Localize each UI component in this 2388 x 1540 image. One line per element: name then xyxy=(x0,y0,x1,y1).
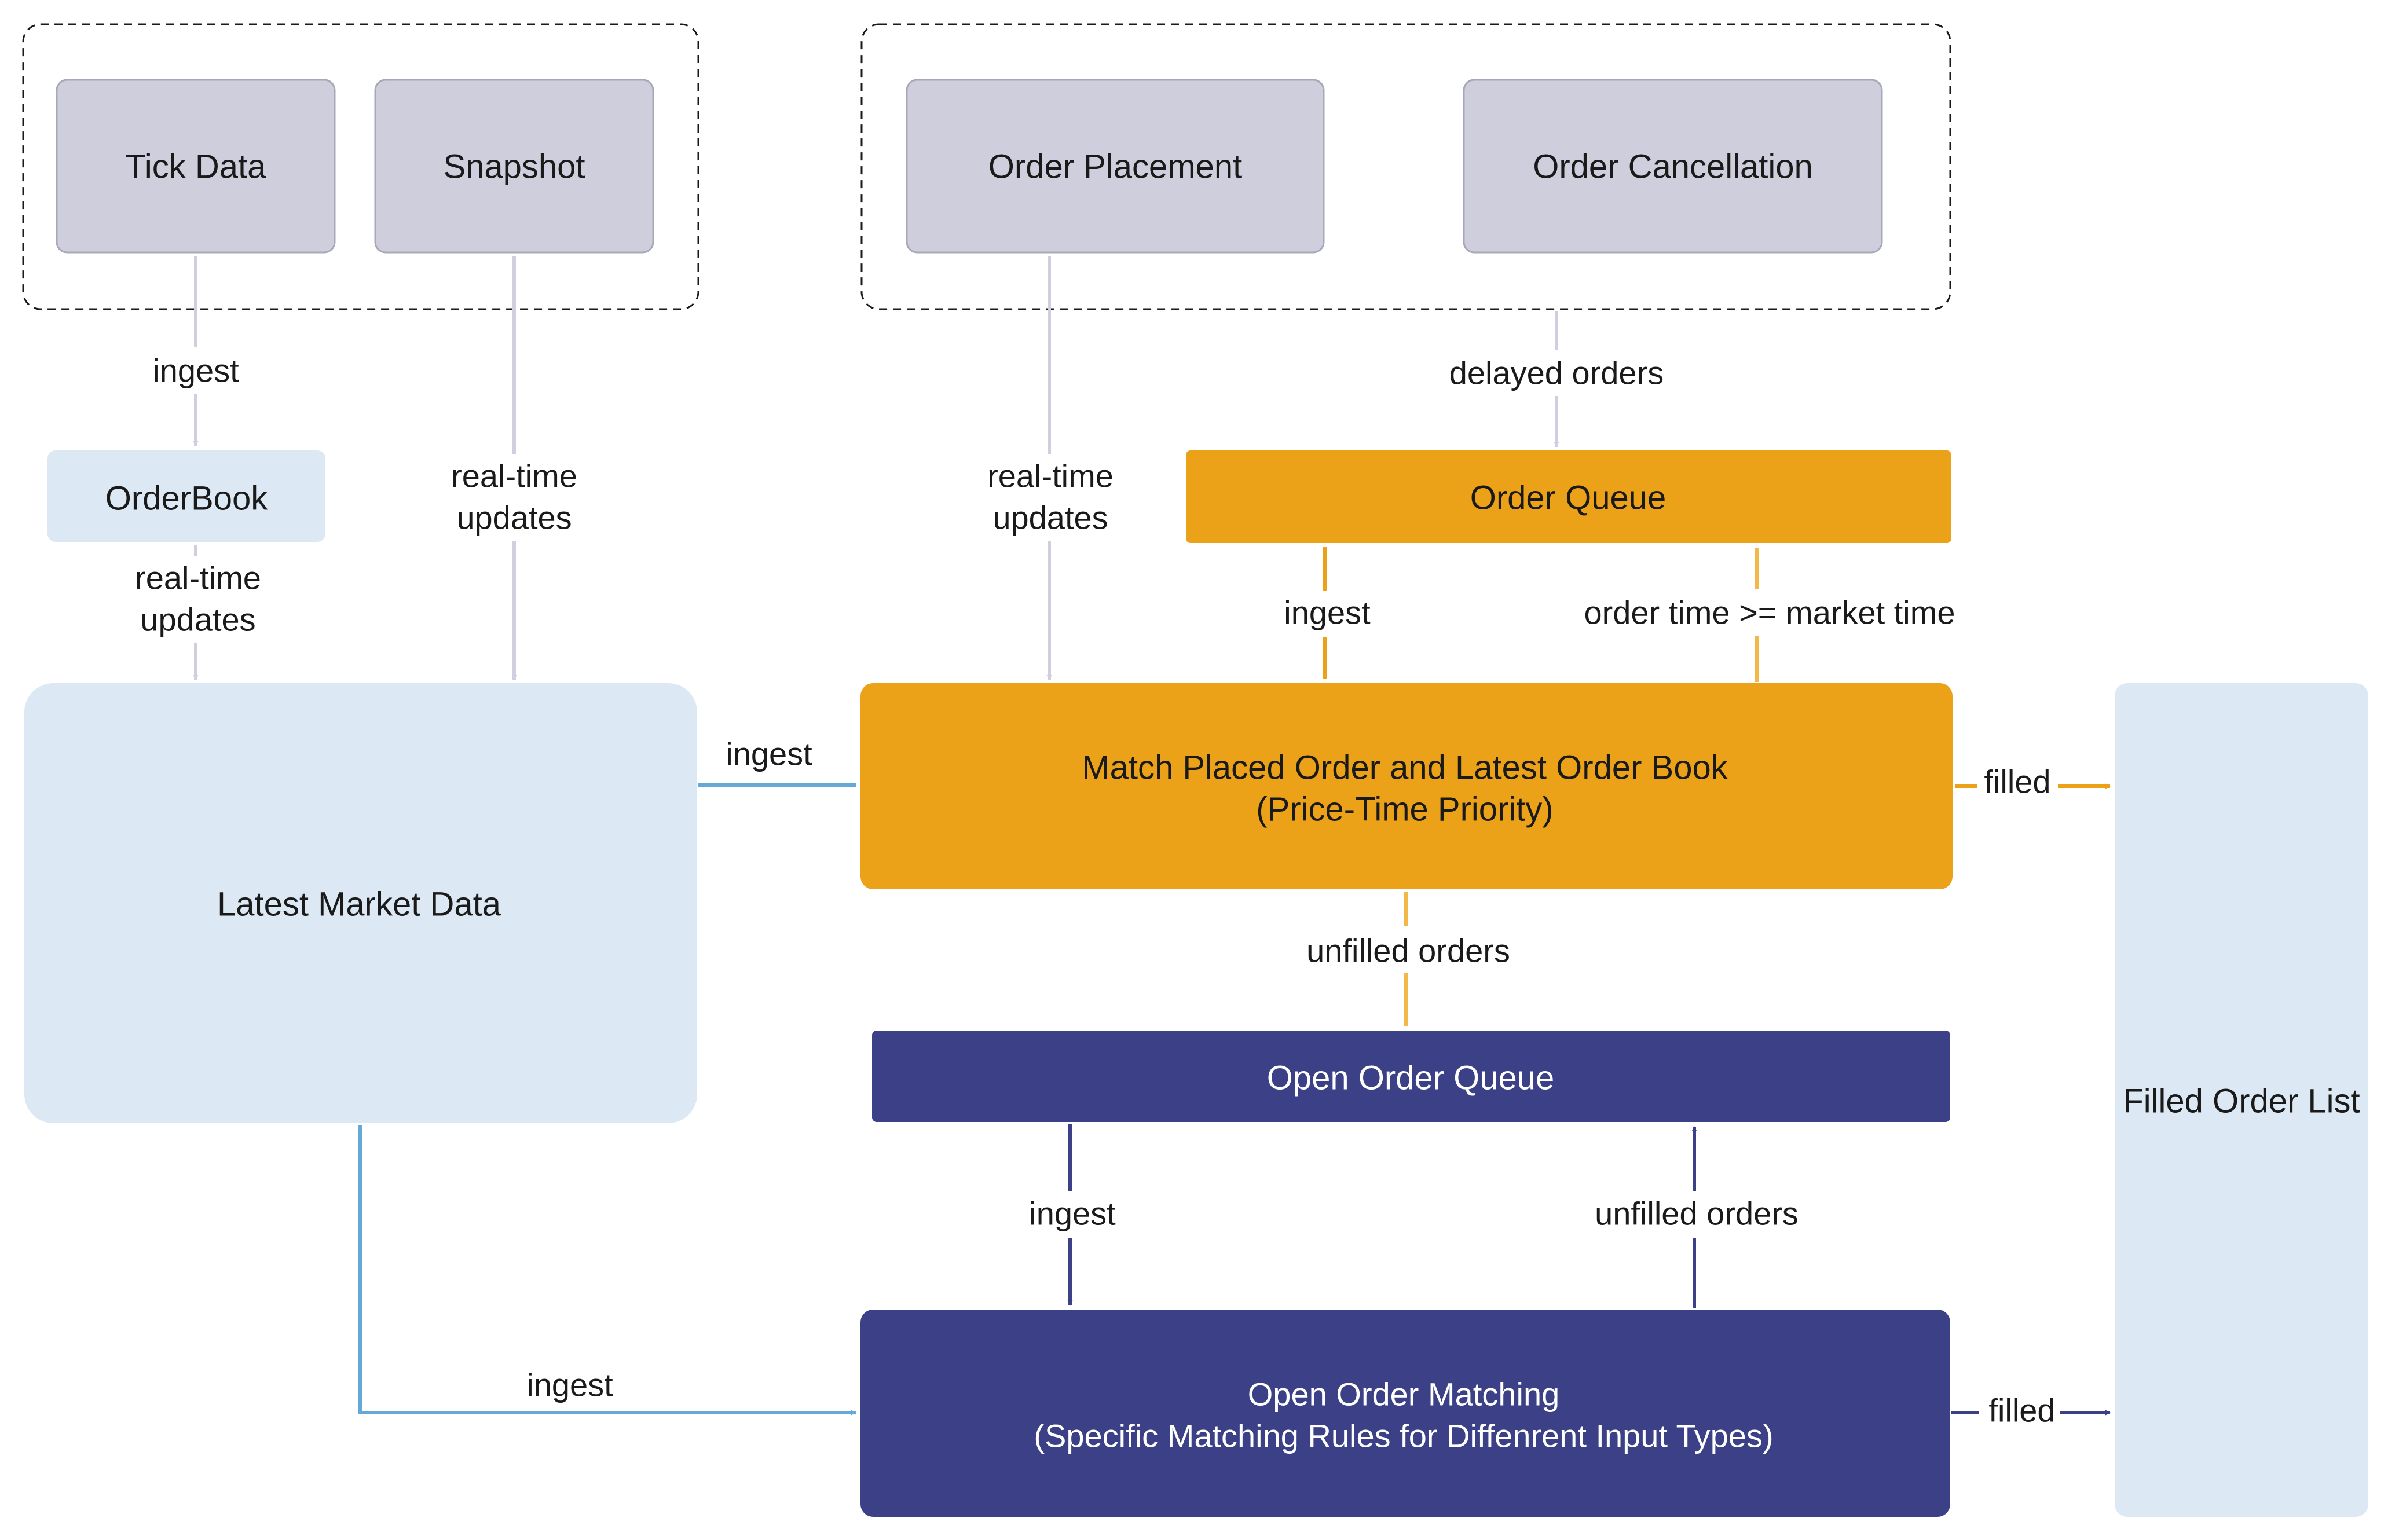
label-unfilled-down: unfilled orders xyxy=(1306,933,1510,969)
orderbook-box: OrderBook xyxy=(47,450,325,542)
tick-data-box: Tick Data xyxy=(56,79,336,254)
match-placed-order-box: Match Placed Order and Latest Order Book… xyxy=(860,683,1953,889)
latest-market-data-label: Latest Market Data xyxy=(217,886,501,923)
label-snapshot-rt-2: updates xyxy=(456,500,572,536)
order-placement-box: Order Placement xyxy=(906,79,1325,254)
match-title-line1: Match Placed Order and Latest Order Book xyxy=(1082,749,1728,787)
match-title-line2: (Price-Time Priority) xyxy=(1256,791,1553,828)
order-cancellation-box: Order Cancellation xyxy=(1463,79,1883,254)
label-orderbook-rt-1: real-time xyxy=(135,560,261,596)
order-queue-label: Order Queue xyxy=(1470,479,1667,517)
label-open-ingest: ingest xyxy=(1029,1196,1116,1232)
open-order-queue-box: Open Order Queue xyxy=(872,1031,1950,1122)
label-tick-ingest: ingest xyxy=(152,353,239,389)
open-matching-line1: Open Order Matching xyxy=(1248,1376,1559,1413)
label-filled-bottom: filled xyxy=(1988,1392,2055,1429)
label-snapshot-rt-1: real-time xyxy=(451,458,577,494)
order-input-group xyxy=(860,23,1951,310)
snapshot-box: Snapshot xyxy=(374,79,654,254)
filled-order-list-label: Filled Order List xyxy=(2123,1083,2360,1120)
latest-market-data-box: Latest Market Data xyxy=(24,683,697,1123)
label-filled-top: filled xyxy=(1984,764,2050,800)
open-matching-line2: (Specific Matching Rules for Diffenrent … xyxy=(1034,1418,1773,1454)
label-market-ingest-bottom: ingest xyxy=(526,1367,613,1403)
orderbook-label: OrderBook xyxy=(105,480,268,518)
label-placement-rt-2: updates xyxy=(992,500,1108,536)
market-data-group xyxy=(22,23,699,310)
open-order-matching-box: Open Order Matching (Specific Matching R… xyxy=(860,1310,1950,1517)
tick-data-label: Tick Data xyxy=(126,148,267,186)
order-placement-label: Order Placement xyxy=(988,148,1242,186)
filled-order-list-box: Filled Order List xyxy=(2115,683,2368,1517)
open-order-queue-label: Open Order Queue xyxy=(1267,1059,1555,1097)
label-placement-rt-1: real-time xyxy=(987,458,1114,494)
label-market-ingest: ingest xyxy=(726,736,812,772)
label-order-time: order time >= market time xyxy=(1584,595,1955,631)
label-unfilled-up: unfilled orders xyxy=(1595,1196,1799,1232)
label-queue-ingest: ingest xyxy=(1284,595,1371,631)
order-queue-box: Order Queue xyxy=(1186,450,1951,543)
snapshot-label: Snapshot xyxy=(443,148,585,186)
label-orderbook-rt-2: updates xyxy=(140,602,255,638)
order-cancellation-label: Order Cancellation xyxy=(1533,148,1813,186)
arrow-market-to-open-matching xyxy=(358,1125,856,1416)
label-delayed-orders: delayed orders xyxy=(1449,355,1664,391)
